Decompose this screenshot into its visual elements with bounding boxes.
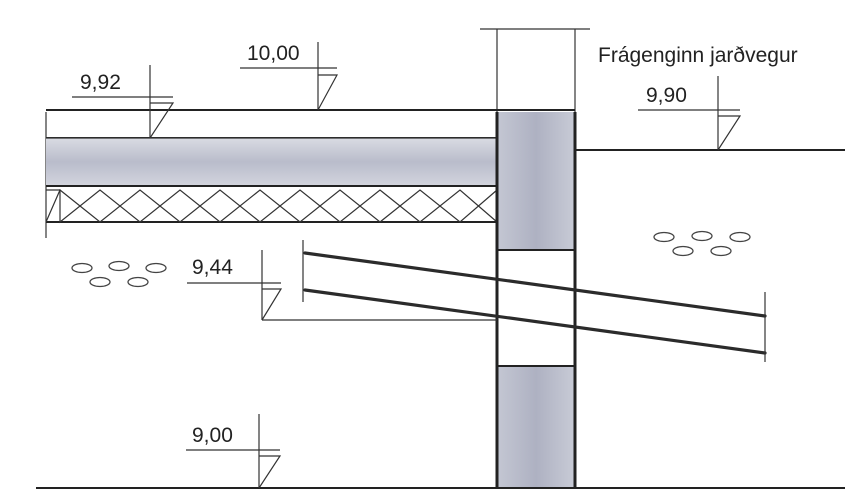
zigzag-truss-pattern — [45, 189, 498, 223]
foundation-wall — [495, 112, 577, 488]
pebble-ellipse-icon — [108, 260, 130, 272]
finished-ground-label: Frágenginn jarðvegur — [598, 44, 798, 67]
pebble-ellipse-icon — [145, 262, 167, 274]
elevation-label-drain-pipe: 9,44 — [192, 256, 233, 279]
level-triangle-icon — [717, 115, 742, 151]
floor-slab — [45, 109, 575, 238]
wall-lower-concrete — [497, 366, 575, 488]
pebble-ellipse-icon — [127, 276, 149, 288]
pebble-ellipse-icon — [89, 276, 111, 288]
pebble-ellipse-icon — [710, 245, 732, 257]
pebble-ellipse-icon — [653, 231, 675, 243]
level-triangle-icon — [261, 288, 283, 321]
elevation-marker-10-00: 10,00 — [240, 42, 339, 111]
level-triangle-icon — [149, 102, 175, 139]
level-triangle-icon — [258, 455, 282, 489]
elevation-label-floor-level: 9,92 — [80, 71, 121, 94]
pebble-ellipse-icon — [691, 230, 713, 242]
concrete-slab — [46, 138, 497, 186]
level-triangle-icon — [317, 74, 339, 111]
elevation-marker-9-44: 9,44 — [187, 250, 497, 321]
wall-top-cap — [480, 28, 590, 112]
elevation-label-footing-bottom: 9,00 — [192, 424, 233, 447]
drain-pipe — [302, 240, 767, 362]
insulation-layer — [45, 189, 498, 224]
gravel-left — [71, 260, 167, 288]
pebble-ellipse-icon — [729, 231, 751, 243]
pebble-ellipse-icon — [71, 262, 93, 274]
wall-upper-concrete — [497, 112, 575, 250]
elevation-marker-9-00: 9,00 — [186, 414, 282, 489]
elevation-marker-9-92: 9,92 — [72, 65, 175, 139]
pebble-ellipse-icon — [672, 245, 694, 257]
elevation-marker-9-90: Frágenginn jarðvegur 9,90 — [598, 44, 798, 151]
elevation-label-finished-ground: 9,90 — [646, 84, 687, 107]
elevation-label-top-of-slab: 10,00 — [247, 42, 300, 65]
gravel-right — [653, 230, 751, 257]
